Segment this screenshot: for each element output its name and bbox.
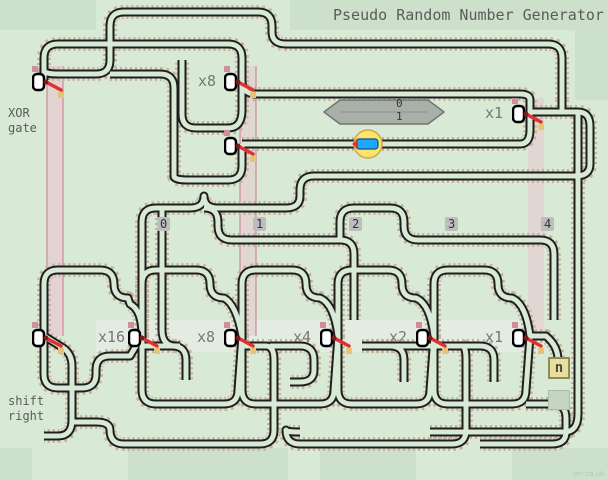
xor-label-line2: gate xyxy=(8,121,37,135)
bit-label-1: 1 xyxy=(253,217,267,231)
register-multiplier-x1: x1 xyxy=(485,328,504,346)
bit-label-2: 2 xyxy=(349,217,363,231)
register-multiplier-x8: x8 xyxy=(197,328,216,346)
station-platform xyxy=(322,99,446,125)
track-rail-gap xyxy=(431,335,533,407)
track-rail-gap xyxy=(179,60,245,131)
track-rail-gap xyxy=(335,335,437,407)
switch-x1-top[interactable] xyxy=(512,98,544,130)
track-rail-gap xyxy=(337,205,557,320)
shift-label-line1: shift xyxy=(8,394,45,408)
switch-register-x1[interactable] xyxy=(512,322,544,354)
switch-xor-top[interactable] xyxy=(32,66,64,98)
track-rail-gap xyxy=(139,109,593,320)
switch-register-x2[interactable] xyxy=(416,322,448,354)
shift-label-line2: right xyxy=(8,409,45,423)
track-sleepers xyxy=(37,5,569,100)
switch-x8-lower[interactable] xyxy=(224,130,256,162)
page-title: Pseudo Random Number Generator xyxy=(333,6,604,24)
track-rail-gap xyxy=(270,343,317,385)
track-rail-gap xyxy=(110,71,245,183)
track-rail-gap xyxy=(42,333,75,439)
train[interactable] xyxy=(350,128,384,160)
switch-register-x4[interactable] xyxy=(320,322,352,354)
track-rail-gap xyxy=(462,343,497,382)
bit-label-4: 4 xyxy=(541,217,555,231)
bg-block xyxy=(128,448,288,480)
bg-block xyxy=(575,30,608,100)
track-rail-gap xyxy=(239,267,341,337)
new-number-button[interactable]: n xyxy=(548,357,570,379)
bg-block xyxy=(320,448,416,480)
blank-button[interactable] xyxy=(548,390,570,410)
track-rail-outer xyxy=(39,7,567,100)
top-multiplier-x8: x8 xyxy=(198,72,217,90)
track-rail-gap xyxy=(242,112,533,147)
track-rail-gap xyxy=(239,335,341,407)
switch-shift-left[interactable] xyxy=(32,322,64,354)
switch-register-x16[interactable] xyxy=(128,322,160,354)
track-rail-gap xyxy=(139,335,245,407)
credit-text: trn.co.uk xyxy=(573,470,604,478)
bg-block xyxy=(0,448,32,480)
track-rail-gap xyxy=(41,9,565,100)
track-rail-gap xyxy=(431,267,533,337)
switch-register-x8[interactable] xyxy=(224,322,256,354)
track-rail-gap xyxy=(41,41,245,80)
track-rail-gap xyxy=(41,267,145,337)
bg-block xyxy=(290,0,608,30)
rail-network xyxy=(37,5,597,451)
track-rail-gap xyxy=(142,343,189,380)
register-multiplier-x16: x16 xyxy=(98,328,126,346)
bg-block xyxy=(512,448,608,480)
top-multiplier-x1: x1 xyxy=(485,104,504,122)
switch-x8-top[interactable] xyxy=(224,66,256,98)
register-multiplier-x4: x4 xyxy=(293,328,312,346)
bit-label-0: 0 xyxy=(157,217,171,231)
xor-label-line1: XOR xyxy=(8,106,30,120)
track-rail-gap xyxy=(41,334,145,391)
register-multiplier-x2: x2 xyxy=(389,328,408,346)
station-counter-top: 0 xyxy=(396,97,403,110)
track-rail-gap xyxy=(335,267,437,337)
station-counter-bottom: 1 xyxy=(396,110,403,123)
track-rail-gap xyxy=(72,343,277,447)
track-rail-gap xyxy=(203,205,357,320)
bit-label-3: 3 xyxy=(445,217,459,231)
track-rail-gap xyxy=(139,267,245,337)
track-rail-gap xyxy=(283,343,469,447)
bg-block xyxy=(0,0,96,30)
